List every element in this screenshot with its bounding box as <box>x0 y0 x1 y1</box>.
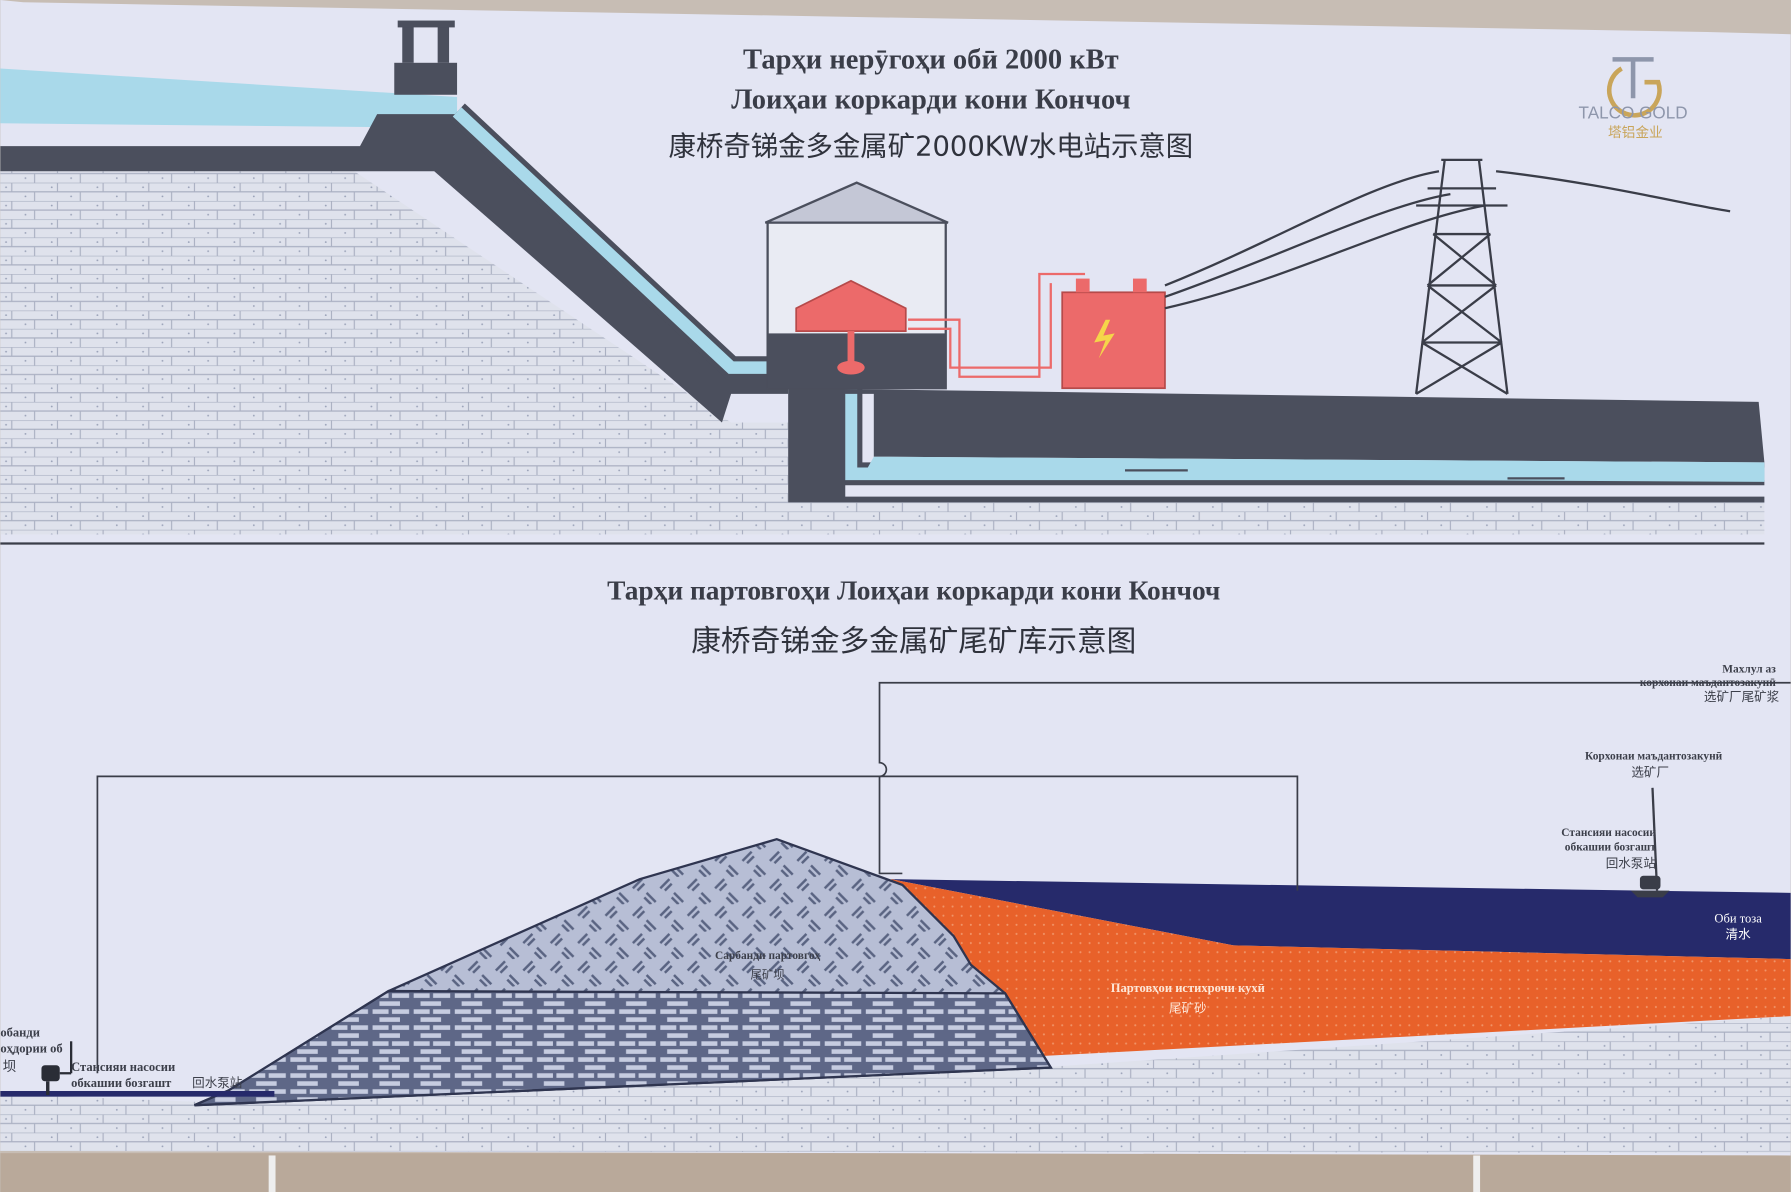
bottom-title: Тарҳи партовгоҳи Лоиҳаи коркарди кони Ко… <box>607 575 1220 605</box>
plant-label: Корхонаи маъдантозакунӣ <box>1585 750 1723 762</box>
left-dam-label-1: обанди <box>0 1026 40 1040</box>
flow-arrows <box>1124 469 1565 480</box>
top-title-cn: 康桥奇锑金多金属矿2000KW水电站示意图 <box>669 131 1194 162</box>
dam-concrete <box>0 114 789 423</box>
transmission-tower-icon <box>1164 158 1731 395</box>
bottom-title-cn: 康桥奇锑金多金属矿尾矿库示意图 <box>691 623 1136 658</box>
slurry-label-cn: 选矿厂尾矿浆 <box>1704 689 1780 704</box>
plant-label-cn: 选矿厂 <box>1631 764 1669 779</box>
tailrace-water <box>862 456 1765 482</box>
clear-water <box>890 879 1791 960</box>
plant-pipe <box>1651 787 1659 891</box>
tailrace-channel <box>788 388 1765 503</box>
ground <box>0 1153 1791 1192</box>
dam-label: Сарбанди партовгоҳ <box>715 950 821 962</box>
talco-gold-logo: TALCO GOLD 塔铝金业 <box>1579 57 1688 141</box>
starter-dam <box>194 989 1053 1107</box>
pump-right-label-1: Стансияи насосии <box>1561 827 1656 839</box>
left-dam-label-cn: 坝 <box>3 1059 17 1075</box>
intake-gate-icon <box>394 20 458 95</box>
foundation-ground <box>0 1016 1791 1154</box>
clear-water-label-cn: 清水 <box>1726 927 1752 942</box>
pump-left-label-cn: 回水泵站 <box>192 1075 243 1090</box>
slurry-label-1: Махлул аз <box>1722 663 1776 675</box>
return-water-pipe <box>96 775 1299 1074</box>
pump-right-label-cn: 回水泵站 <box>1606 856 1657 871</box>
generator-icon <box>795 279 907 375</box>
top-title-line2: Лоиҳаи коркарди кони Кончоч <box>731 84 1130 115</box>
rock-ground <box>0 171 1765 535</box>
tailings-sand <box>890 879 1791 1057</box>
dam-label-cn: 尾矿坝 <box>751 967 785 981</box>
logo-brand: TALCO GOLD <box>1579 104 1688 123</box>
top-title-line1: Тарҳи нерӯгоҳи обӣ 2000 кВт <box>743 45 1119 76</box>
tailings-label: Партовҳои истихрочи кухӣ <box>1111 981 1265 995</box>
pump-left-label-1: Стансияи насосии <box>71 1060 175 1074</box>
pump-right-label-2: обкашии бозгашт <box>1565 842 1656 854</box>
pump-station-left-icon <box>41 1041 73 1095</box>
left-dam-label-2: оҳдории об <box>0 1042 62 1056</box>
transformer-icon <box>1061 278 1166 390</box>
logo-brand-cn: 塔铝金业 <box>1608 125 1663 141</box>
reservoir-water <box>0 68 458 128</box>
clear-water-label: Оби тоза <box>1714 912 1762 926</box>
pump-left-label-2: обкашии бозгашт <box>71 1076 172 1090</box>
post <box>1473 1155 1481 1192</box>
tailings-label-cn: 尾矿砂 <box>1169 1001 1207 1016</box>
slurry-label-2: корхонаи маъдантозакунӣ <box>1640 677 1776 689</box>
post <box>268 1155 276 1192</box>
pump-station-right-icon <box>1630 875 1670 898</box>
power-cables <box>908 272 1086 378</box>
